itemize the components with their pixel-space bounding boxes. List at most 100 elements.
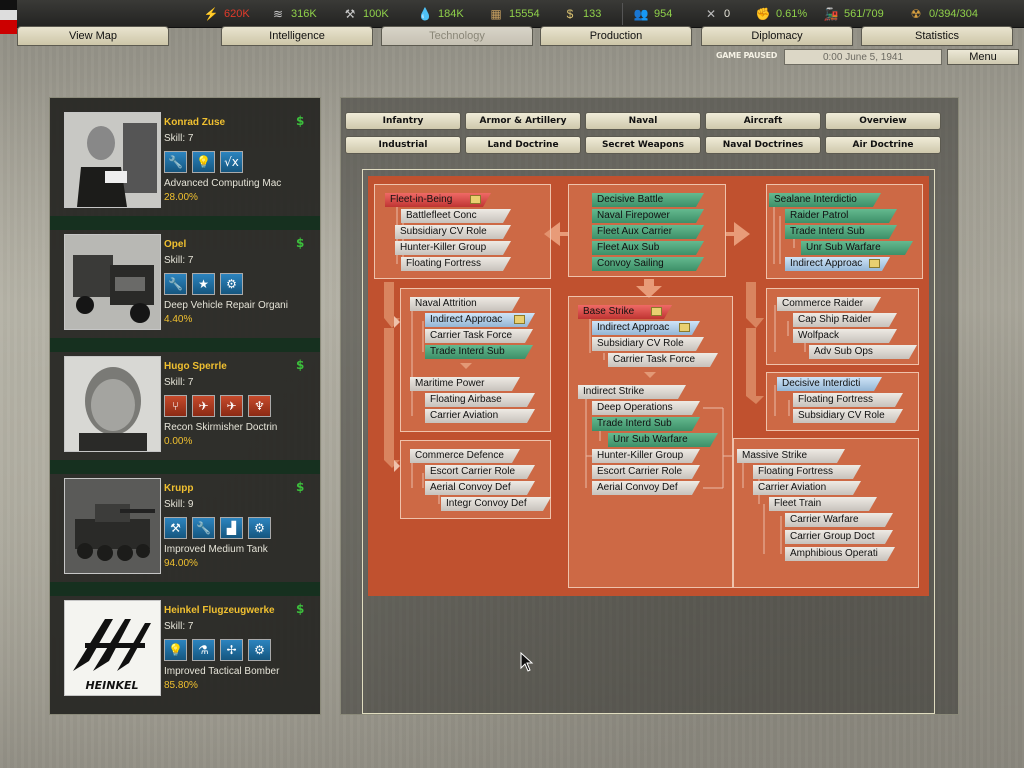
tech-node-hunter-killer-group[interactable]: Hunter-Killer Group <box>395 241 511 255</box>
category-secret-weapons[interactable]: Secret Weapons <box>585 136 701 154</box>
tech-node-unr-sub-warfare[interactable]: Unr Sub Warfare <box>801 241 913 255</box>
tech-node-trade-interd-sub[interactable]: Trade Interd Sub <box>425 345 533 359</box>
tech-node-commerce-defence[interactable]: Commerce Defence <box>410 449 520 463</box>
tab-intelligence[interactable]: Intelligence <box>221 26 373 46</box>
resource-oil[interactable]: 💧184K <box>417 5 464 23</box>
tech-node-commerce-raider[interactable]: Commerce Raider <box>777 297 881 311</box>
tech-node-wolfpack[interactable]: Wolfpack <box>793 329 897 343</box>
tech-node-trade-interd-sub[interactable]: Trade Interd Sub <box>785 225 897 239</box>
tech-node-escort-carrier-role[interactable]: Escort Carrier Role <box>592 465 700 479</box>
tech-node-fleet-in-being[interactable]: Fleet-in-Being <box>385 193 491 207</box>
tech-node-floating-fortress[interactable]: Floating Fortress <box>793 393 903 407</box>
category-air-doctrine[interactable]: Air Doctrine <box>825 136 941 154</box>
resource-diplomacy[interactable]: ✕0 <box>703 5 730 23</box>
tech-node-fleet-train[interactable]: Fleet Train <box>769 497 877 511</box>
resource-energy[interactable]: ⚡620K <box>203 5 250 23</box>
tech-node-carrier-task-force[interactable]: Carrier Task Force <box>425 329 533 343</box>
tech-node-carrier-aviation[interactable]: Carrier Aviation <box>753 481 861 495</box>
tech-node-carrier-group-doct[interactable]: Carrier Group Doct <box>785 530 893 544</box>
tech-node-label: Carrier Warfare <box>790 514 859 525</box>
tech-node-adv-sub-ops[interactable]: Adv Sub Ops <box>809 345 917 359</box>
tech-node-label: Unr Sub Warfare <box>806 242 881 253</box>
tech-node-indirect-approac[interactable]: Indirect Approac <box>785 257 890 271</box>
resource-value: 0 <box>724 8 731 20</box>
tech-node-indirect-approac[interactable]: Indirect Approac <box>425 313 535 327</box>
tech-node-subsidiary-cv-role[interactable]: Subsidiary CV Role <box>793 409 903 423</box>
tech-node-base-strike[interactable]: Base Strike <box>578 305 672 319</box>
category-naval-doctrines[interactable]: Naval Doctrines <box>705 136 821 154</box>
category-aircraft[interactable]: Aircraft <box>705 112 821 130</box>
tech-node-maritime-power[interactable]: Maritime Power <box>410 377 520 391</box>
tech-node-fleet-aux-carrier[interactable]: Fleet Aux Carrier <box>592 225 704 239</box>
tab-view-map[interactable]: View Map <box>17 26 169 46</box>
tech-node-decisive-interdicti[interactable]: Decisive Interdicti <box>777 377 882 391</box>
tech-node-convoy-sailing[interactable]: Convoy Sailing <box>592 257 704 271</box>
tech-node-carrier-warfare[interactable]: Carrier Warfare <box>785 513 893 527</box>
dollar-icon: $ <box>296 358 305 372</box>
oil-icon: 💧 <box>417 7 433 21</box>
tab-technology[interactable]: Technology <box>381 26 533 46</box>
category-armor-artillery[interactable]: Armor & Artillery <box>465 112 581 130</box>
tech-node-aerial-convoy-def[interactable]: Aerial Convoy Def <box>592 481 700 495</box>
tech-node-sealane-interdictio[interactable]: Sealane Interdictio <box>769 193 881 207</box>
resource-money[interactable]: $133 <box>562 5 602 23</box>
tech-node-integr-convoy-def[interactable]: Integr Convoy Def <box>441 497 551 511</box>
tech-node-subsidiary-cv-role[interactable]: Subsidiary CV Role <box>592 337 704 351</box>
tech-node-fleet-aux-sub[interactable]: Fleet Aux Sub <box>592 241 704 255</box>
team-divider <box>50 582 320 596</box>
tab-diplomacy[interactable]: Diplomacy <box>701 26 853 46</box>
tech-node-naval-attrition[interactable]: Naval Attrition <box>410 297 520 311</box>
resource-supplies[interactable]: ▦15554 <box>488 5 539 23</box>
category-overview[interactable]: Overview <box>825 112 941 130</box>
team-progress: 28.00% <box>164 192 198 203</box>
category-industrial[interactable]: Industrial <box>345 136 461 154</box>
tech-node-hunter-killer-group[interactable]: Hunter-Killer Group <box>592 449 700 463</box>
resource-metal[interactable]: ≋316K <box>270 5 317 23</box>
team-name: Konrad Zuse <box>164 117 226 128</box>
tech-node-unr-sub-warfare[interactable]: Unr Sub Warfare <box>608 433 718 447</box>
energy-icon: ⚡ <box>203 7 219 21</box>
connector-arrow-icon <box>384 328 400 468</box>
tech-node-floating-fortress[interactable]: Floating Fortress <box>401 257 511 271</box>
arrow-right-small-icon <box>394 460 400 472</box>
tab-statistics[interactable]: Statistics <box>861 26 1013 46</box>
tech-node-massive-strike[interactable]: Massive Strike <box>737 449 845 463</box>
tech-node-cap-ship-raider[interactable]: Cap Ship Raider <box>793 313 897 327</box>
tech-node-raider-patrol[interactable]: Raider Patrol <box>785 209 897 223</box>
game-date: 0:00 June 5, 1941 <box>784 49 942 65</box>
gears-icon: ⚙ <box>248 517 271 539</box>
team-progress: 94.00% <box>164 558 198 569</box>
resource-rare-materials[interactable]: ⚒100K <box>342 5 389 23</box>
resource-nuclear[interactable]: ☢0/394/304 <box>908 5 978 23</box>
tech-node-subsidiary-cv-role[interactable]: Subsidiary CV Role <box>395 225 511 239</box>
category-naval[interactable]: Naval <box>585 112 701 130</box>
tech-node-carrier-task-force[interactable]: Carrier Task Force <box>608 353 718 367</box>
resource-transport[interactable]: 🚂561/709 <box>823 5 884 23</box>
category-land-doctrine[interactable]: Land Doctrine <box>465 136 581 154</box>
menu-button[interactable]: Menu <box>947 49 1019 65</box>
tech-node-decisive-battle[interactable]: Decisive Battle <box>592 193 704 207</box>
tech-node-amphibious-operati[interactable]: Amphibious Operati <box>785 547 895 561</box>
tech-node-naval-firepower[interactable]: Naval Firepower <box>592 209 704 223</box>
tech-node-trade-interd-sub[interactable]: Trade Interd Sub <box>592 417 700 431</box>
tech-node-escort-carrier-role[interactable]: Escort Carrier Role <box>425 465 535 479</box>
tech-node-aerial-convoy-def[interactable]: Aerial Convoy Def <box>425 481 535 495</box>
tech-node-label: Carrier Aviation <box>758 482 827 493</box>
tech-node-battlefleet-conc[interactable]: Battlefleet Conc <box>401 209 511 223</box>
tech-node-deep-operations[interactable]: Deep Operations <box>592 401 700 415</box>
tab-production[interactable]: Production <box>540 26 692 46</box>
tech-node-indirect-strike[interactable]: Indirect Strike <box>578 385 686 399</box>
tech-node-floating-airbase[interactable]: Floating Airbase <box>425 393 535 407</box>
tech-node-carrier-aviation[interactable]: Carrier Aviation <box>425 409 535 423</box>
resource-manpower[interactable]: 👥954 <box>633 5 673 23</box>
team-skill: Skill: 7 <box>164 133 194 144</box>
tech-node-indirect-approac[interactable]: Indirect Approac <box>592 321 700 335</box>
category-infantry[interactable]: Infantry <box>345 112 461 130</box>
tech-node-floating-fortress[interactable]: Floating Fortress <box>753 465 861 479</box>
resource-dissent[interactable]: ✊0.61% <box>755 5 808 23</box>
